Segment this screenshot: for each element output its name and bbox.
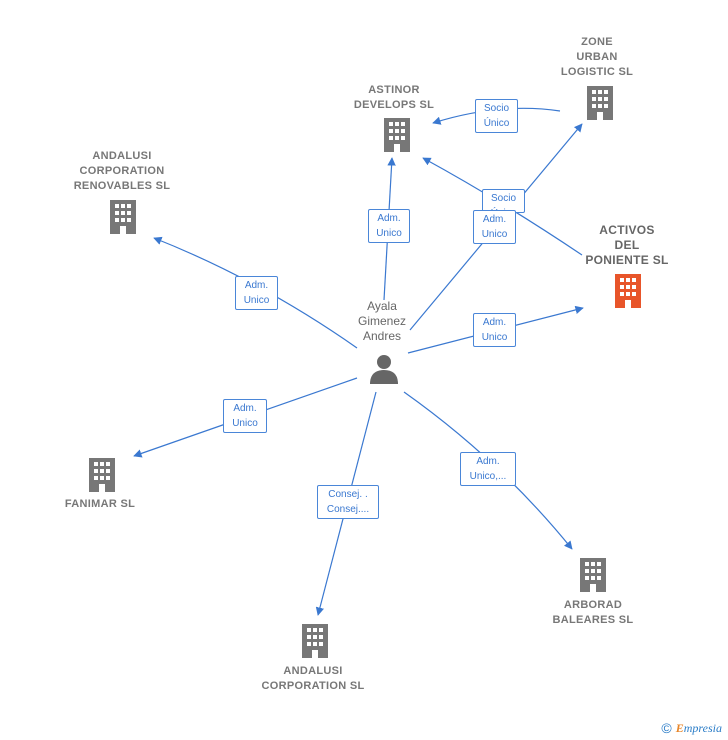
- company-label-fanimar[interactable]: FANIMAR SL: [64, 498, 136, 510]
- company-label-andalusi-renov[interactable]: ANDALUSI CORPORATION RENOVABLES SL: [73, 150, 171, 192]
- company-label-activos[interactable]: ACTIVOS DEL PONIENTE SL: [585, 223, 669, 267]
- company-label-astinor[interactable]: ASTINOR DEVELOPS SL: [353, 84, 435, 111]
- building-icon-arborad: [580, 558, 606, 592]
- building-icon-andalusi-renov: [110, 200, 136, 234]
- building-icon-zone: [587, 86, 613, 120]
- brand-logo: Empresia: [675, 720, 722, 735]
- building-icon-astinor: [384, 118, 410, 152]
- edge-label-activos: Adm. Unico: [473, 313, 516, 347]
- footer-brand: © Empresia: [661, 720, 722, 736]
- company-label-andalusi-corp[interactable]: ANDALUSI CORPORATION SL: [261, 665, 365, 692]
- edge-label-andalusi-corp: Consej. . Consej....: [317, 485, 379, 519]
- edge-label-arborad: Adm. Unico,...: [460, 452, 516, 486]
- building-icon-andalusi-corp: [302, 624, 328, 658]
- edge-label-astinor: Adm. Unico: [368, 209, 410, 243]
- company-label-zone[interactable]: ZONE URBAN LOGISTIC SL: [560, 36, 634, 78]
- building-icon-fanimar: [89, 458, 115, 492]
- edge-label-andalusi-renov: Adm. Unico: [235, 276, 278, 310]
- edge-label-zone-astinor: Socio Único: [475, 99, 518, 133]
- company-label-arborad[interactable]: ARBORAD BALEARES SL: [552, 599, 634, 626]
- copyright-icon: ©: [661, 720, 672, 736]
- person-icon: [370, 355, 398, 384]
- edge-label-zone: Adm. Unico: [473, 210, 516, 244]
- person-label[interactable]: Ayala Gimenez Andres: [357, 299, 407, 343]
- edge-label-fanimar: Adm. Unico: [223, 399, 267, 433]
- building-icon-activos: [615, 274, 641, 308]
